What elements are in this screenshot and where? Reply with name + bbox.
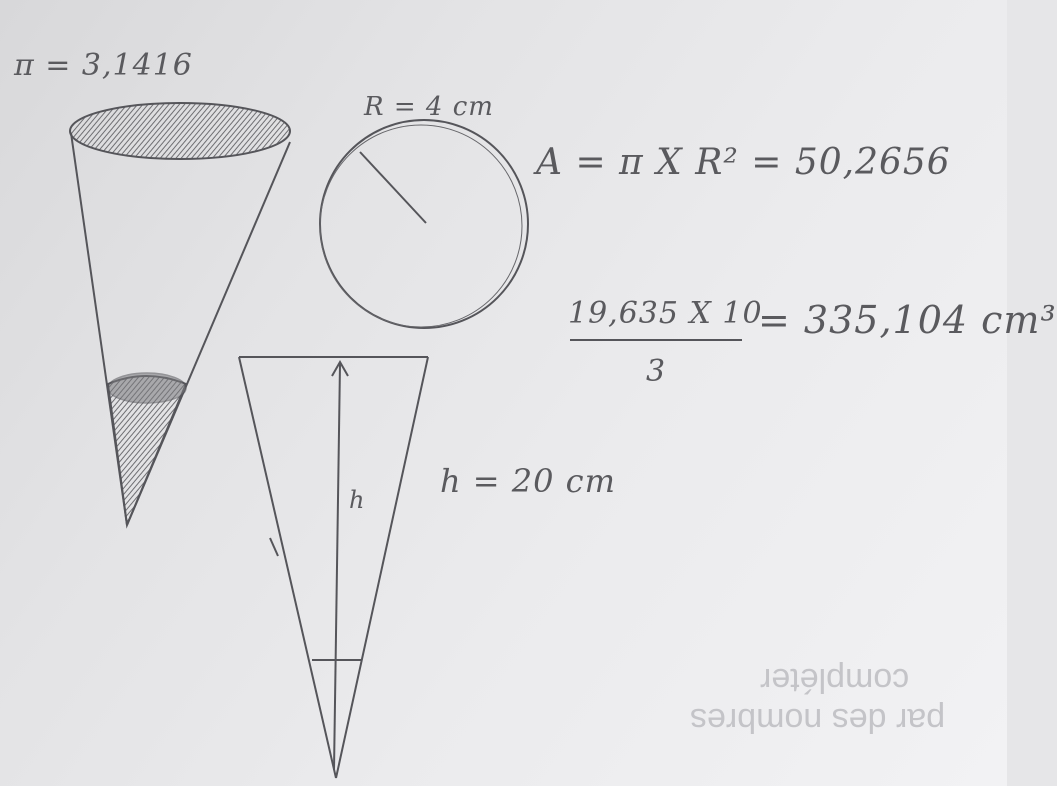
radius-line	[359, 151, 427, 224]
area-formula: A = π X R² = 50,2656	[536, 142, 951, 183]
volume-denominator: 3	[646, 354, 667, 389]
triangle-drawing	[238, 356, 429, 779]
geometry-drawings	[69, 102, 742, 779]
circle-drawing	[319, 119, 529, 329]
height-arrow-head	[331, 359, 349, 377]
circle-outline	[319, 119, 529, 329]
bleed-through-text-2: par des nombres	[690, 701, 946, 739]
volume-numerator: 19,635 X 10	[568, 296, 763, 331]
height-arrow-line	[333, 363, 341, 771]
triangle-tick-mark	[269, 537, 279, 557]
circle-outline-second	[319, 124, 523, 328]
volume-result: = 335,104 cm³	[758, 298, 1057, 342]
cone-top-ellipse	[69, 102, 291, 160]
height-marker: h	[349, 486, 366, 514]
bleed-through-text-1: compléter	[760, 661, 910, 699]
cone-inner-ellipse	[107, 372, 187, 404]
cone-drawing	[69, 102, 291, 529]
pi-value-note: π = 3,1416	[14, 48, 193, 83]
radius-label: R = 4 cm	[364, 92, 494, 122]
triangle-right-edge	[335, 356, 429, 779]
height-label: h = 20 cm	[440, 462, 616, 500]
triangle-left-edge	[238, 356, 337, 779]
